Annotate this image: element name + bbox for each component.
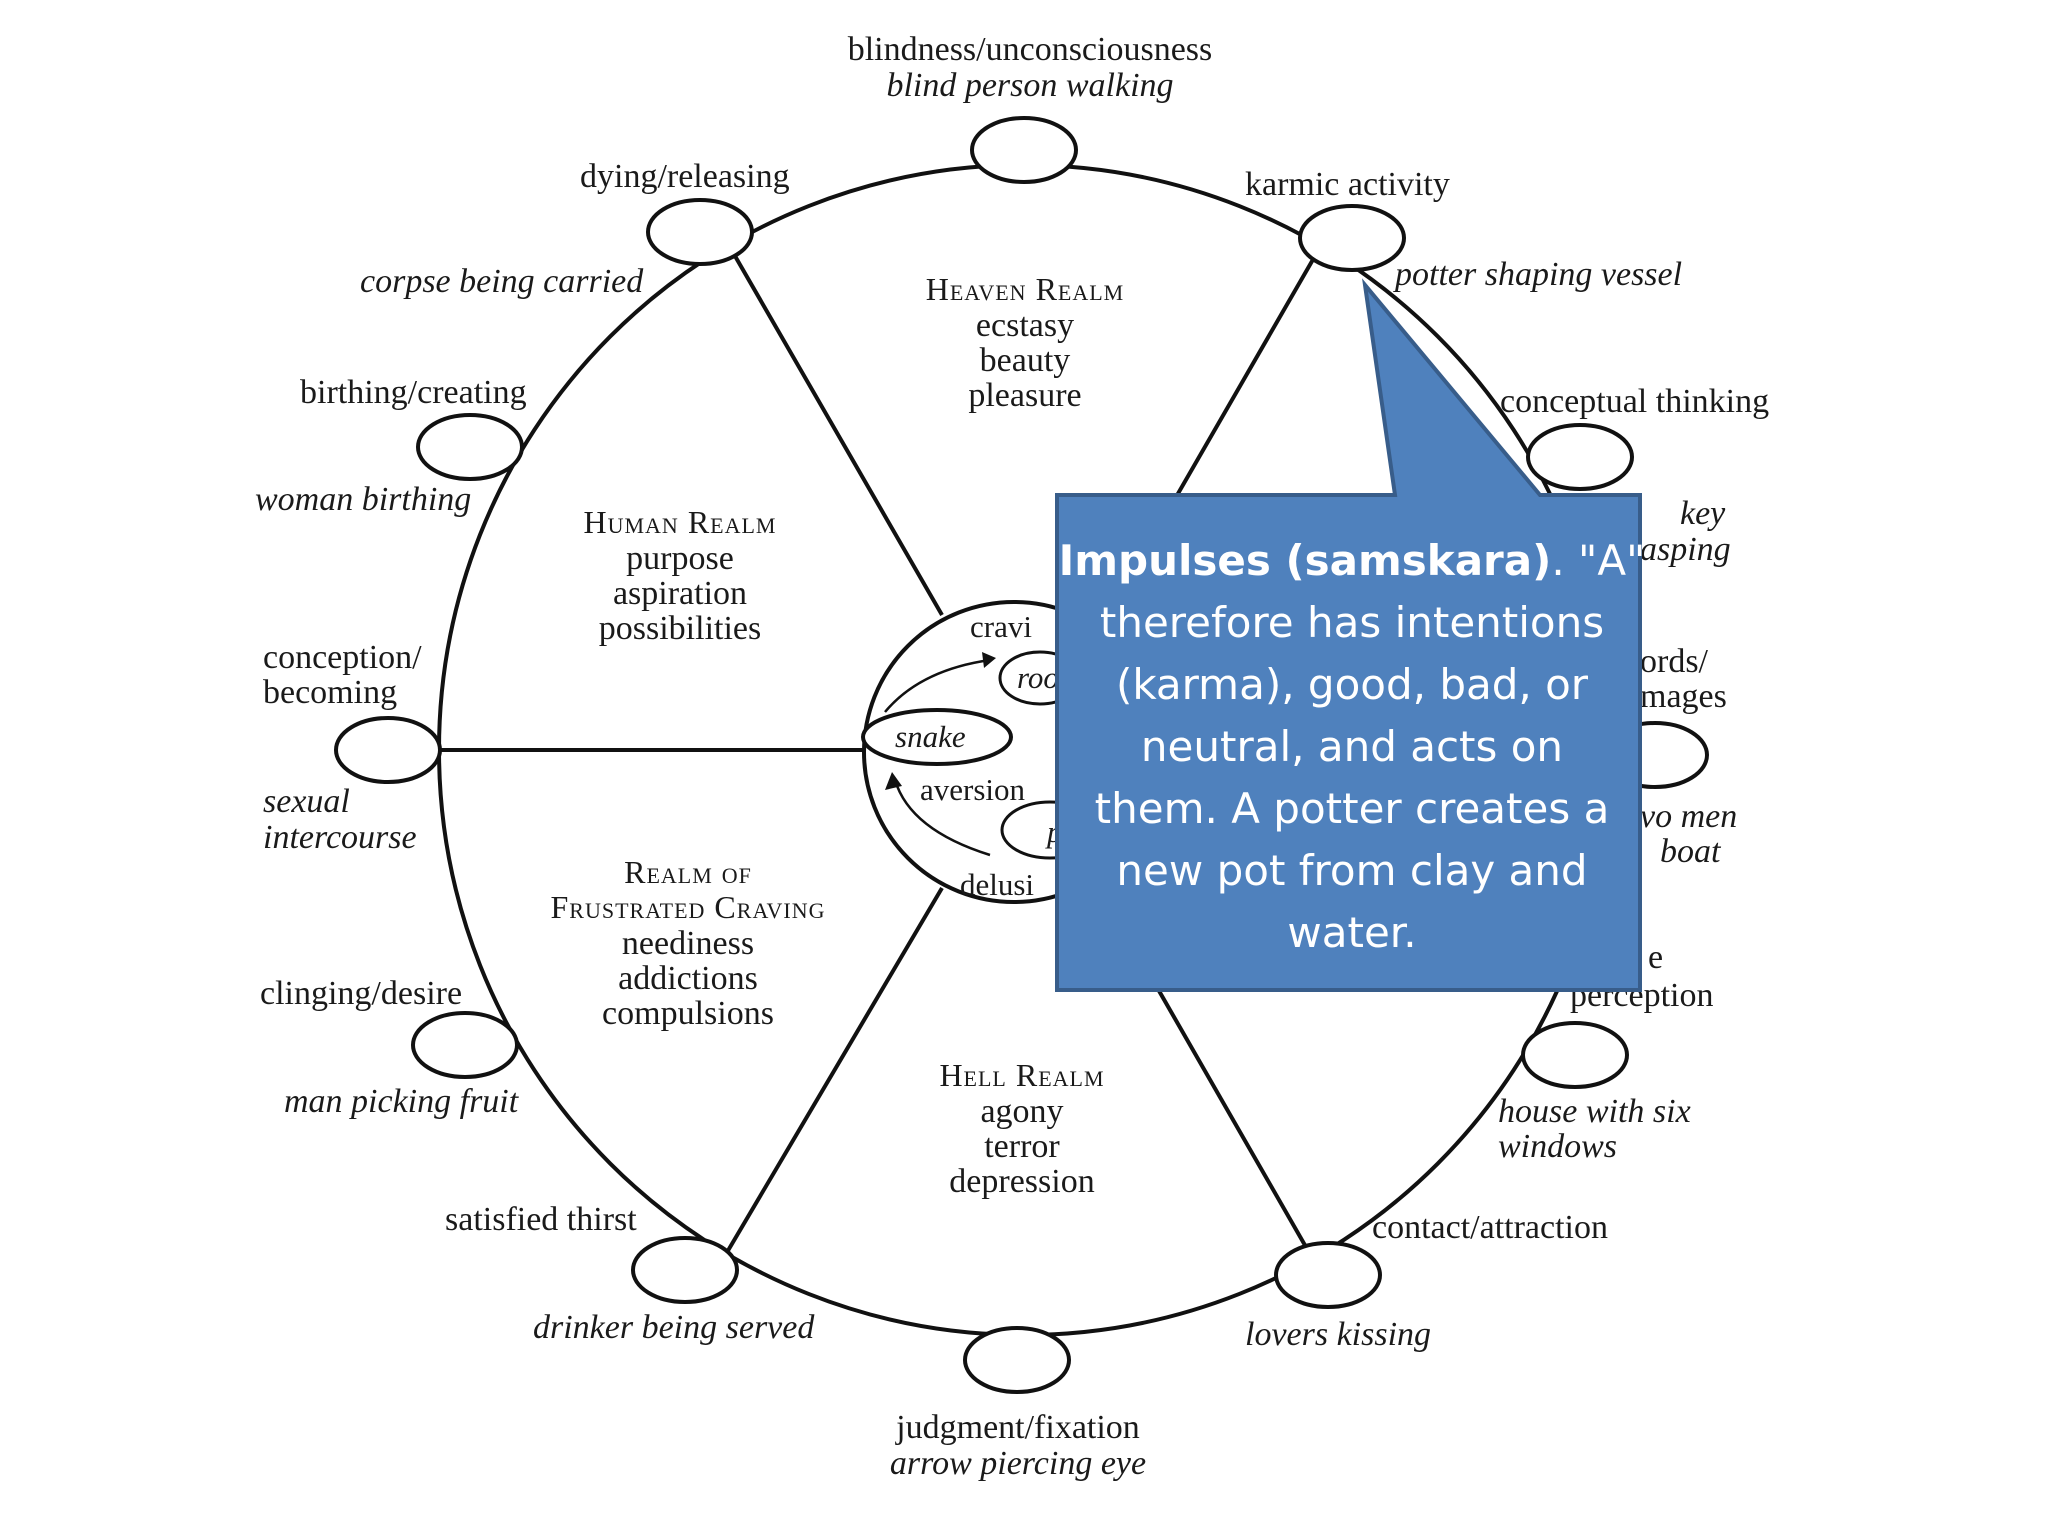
hub-snake-label: snake [895, 719, 966, 754]
hub-craving-label: cravi [970, 609, 1032, 644]
station-10-label-line-1: conception/ [263, 639, 422, 676]
craving-realm-line-3: compulsions [602, 995, 774, 1032]
station-6-emblem: lovers kissing [1245, 1316, 1431, 1353]
station-10-emblem-line-1: sexual [263, 783, 350, 820]
station-3-label: conceptual thinking [1500, 383, 1769, 420]
station-ellipse-11 [416, 413, 524, 481]
spoke-northwest [733, 255, 944, 616]
human-realm-line-2: aspiration [613, 575, 747, 612]
station-ellipse-1 [970, 116, 1078, 184]
craving-realm-line-1: neediness [622, 925, 754, 962]
station-ellipse-2 [1298, 204, 1406, 272]
hub-aversion-label: aversion [920, 772, 1026, 807]
station-ellipse-8 [631, 1236, 739, 1304]
station-3-emblem-partial-2: asping [1640, 531, 1731, 568]
callout-line-7: water. [1287, 908, 1417, 957]
station-7-label: judgment/fixation [895, 1409, 1140, 1446]
hub-delusion-label: delusi [960, 867, 1034, 902]
heaven-realm-line-3: pleasure [968, 377, 1081, 414]
callout-line-6: new pot from clay and [1116, 846, 1588, 895]
station-ellipse-7 [963, 1326, 1071, 1394]
station-7-emblem: arrow piercing eye [890, 1445, 1146, 1482]
hub-arrow-lower [893, 779, 991, 857]
station-5-emblem-line-2: windows [1498, 1128, 1617, 1165]
station-6-label: contact/attraction [1372, 1209, 1608, 1246]
hell-realm-line-3: depression [949, 1163, 1094, 1200]
human-realm-line-1: purpose [626, 540, 734, 577]
station-4-label-partial-2: mages [1640, 678, 1727, 715]
station-10-label-line-2: becoming [263, 674, 397, 711]
station-12-label: dying/releasing [580, 158, 790, 195]
hell-realm-line-2: terror [984, 1128, 1060, 1165]
callout-title: Impulses (samskara) [1058, 536, 1552, 585]
callout-line-4: neutral, and acts on [1140, 722, 1564, 771]
station-8-emblem: drinker being served [533, 1309, 815, 1346]
heaven-realm-line-2: beauty [980, 342, 1071, 379]
station-2-label: karmic activity [1245, 166, 1450, 203]
station-9-label: clinging/desire [260, 975, 462, 1012]
callout-box[interactable] [1055, 278, 1642, 992]
callout-line-2: therefore has intentions [1099, 598, 1605, 647]
craving-realm-title-2: Frustrated Craving [551, 889, 826, 925]
hell-realm-line-1: agony [980, 1093, 1063, 1130]
craving-realm-title-1: Realm of [624, 854, 752, 890]
station-4-emblem-partial-2: boat [1660, 833, 1722, 870]
station-5-label-partial-1: e [1648, 939, 1663, 976]
station-1-emblem: blind person walking [886, 67, 1173, 104]
spoke-southwest [724, 886, 944, 1256]
station-ellipse-10 [334, 716, 442, 784]
station-2-emblem: potter shaping vessel [1393, 256, 1682, 293]
heaven-realm-line-1: ecstasy [976, 307, 1074, 344]
heaven-realm-title: Heaven Realm [926, 271, 1124, 307]
snake-ellipse [861, 708, 1013, 766]
station-ellipse-12 [646, 198, 754, 266]
callout-line-3: (karma), good, bad, or [1115, 660, 1589, 709]
hub-arrowhead-upper [982, 652, 996, 668]
station-ellipse-3 [1526, 423, 1634, 491]
hub-rooster-label: roo [1017, 660, 1059, 695]
hell-realm-title: Hell Realm [939, 1057, 1104, 1093]
callout-line-1-rest: . "A" [1551, 536, 1646, 585]
station-4-label-partial-1: ords/ [1640, 643, 1709, 680]
station-9-emblem: man picking fruit [284, 1083, 520, 1120]
station-ellipse-6 [1274, 1241, 1382, 1309]
callout-line-1: Impulses (samskara). "A" [1059, 530, 1646, 592]
callout-text: Impulses (samskara). "A" therefore has i… [1059, 522, 1646, 982]
station-3-emblem-partial-1: key [1680, 495, 1726, 532]
station-8-label: satisfied thirst [445, 1201, 637, 1238]
hub-arrow-upper [884, 658, 991, 713]
station-11-emblem: woman birthing [255, 481, 471, 518]
craving-realm-line-2: addictions [618, 960, 758, 997]
callout-line-5: them. A potter creates a [1094, 784, 1610, 833]
station-12-emblem: corpse being carried [360, 263, 644, 300]
station-5-emblem-line-1: house with six [1498, 1093, 1691, 1130]
human-realm-line-3: possibilities [599, 610, 761, 647]
human-realm-title: Human Realm [583, 504, 776, 540]
station-11-label: birthing/creating [300, 374, 527, 411]
station-ellipse-9 [411, 1011, 519, 1079]
station-1-label: blindness/unconsciousness [848, 31, 1213, 68]
hub-arrowhead-lower [885, 772, 902, 790]
station-4-emblem-partial-1: vo men [1640, 798, 1737, 835]
station-10-emblem-line-2: intercourse [263, 819, 417, 856]
station-ellipse-5 [1521, 1021, 1629, 1089]
